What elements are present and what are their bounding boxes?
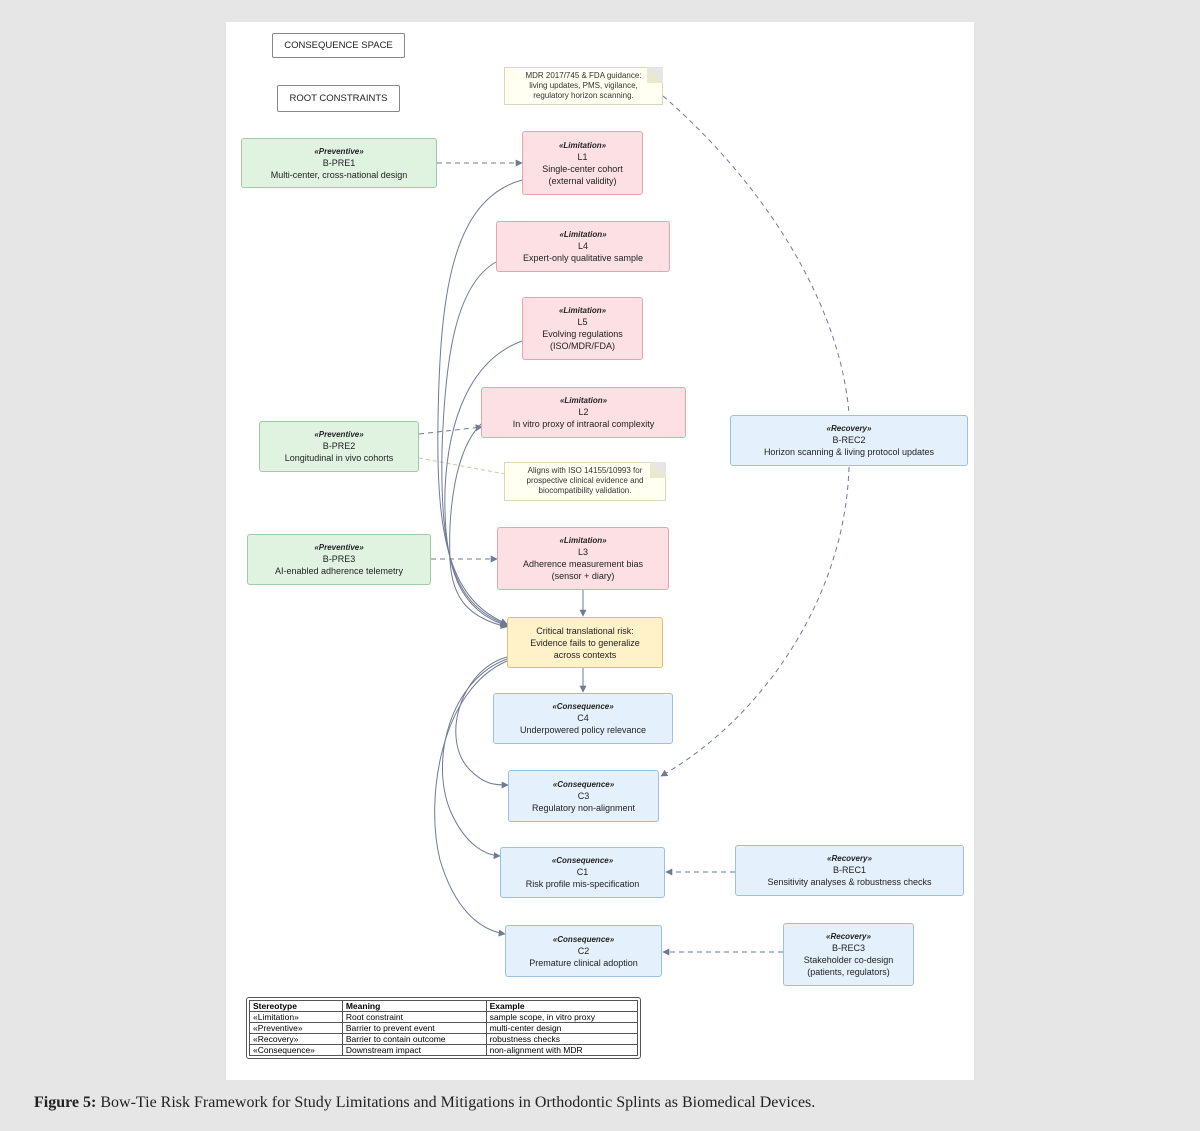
node-code: B-PRE2 bbox=[322, 441, 356, 451]
preventive-b-pre2: «Preventive» B-PRE2 Longitudinal in vivo… bbox=[259, 421, 419, 472]
stereotype-label: «Preventive» bbox=[314, 146, 364, 156]
node-code: C3 bbox=[577, 790, 590, 801]
node-description: Adherence measurement bias (sensor + dia… bbox=[522, 559, 644, 581]
node-description: Evolving regulations (ISO/MDR/FDA) bbox=[542, 329, 623, 351]
limitation-l5: «Limitation» L5 Evolving regulations (IS… bbox=[522, 297, 643, 360]
node-description: In vitro proxy of intraoral complexity bbox=[512, 419, 655, 429]
node-code: C2 bbox=[577, 945, 590, 956]
consequence-space-text: CONSEQUENCE SPACE bbox=[284, 39, 393, 51]
limitation-l2: «Limitation» L2 In vitro proxy of intrao… bbox=[481, 387, 686, 438]
legend-cell: Barrier to prevent event bbox=[341, 1022, 487, 1034]
node-description: Longitudinal in vivo cohorts bbox=[284, 453, 394, 463]
stereotype-label: «Recovery» bbox=[826, 424, 872, 433]
node-code: B-PRE1 bbox=[322, 157, 356, 168]
node-description: Stakeholder co-design (patients, regulat… bbox=[803, 955, 894, 977]
legend-row: «Recovery» Barrier to contain outcome ro… bbox=[249, 1033, 639, 1045]
limitation-l3: «Limitation» L3 Adherence measurement bi… bbox=[497, 527, 669, 590]
node-description: Single-center cohort (external validity) bbox=[542, 163, 623, 186]
caption-text: Bow-Tie Risk Framework for Study Limitat… bbox=[96, 1094, 816, 1111]
node-description: Expert-only qualitative sample bbox=[522, 253, 644, 263]
preventive-b-pre3: «Preventive» B-PRE3 AI-enabled adherence… bbox=[247, 534, 431, 585]
consequence-c4: «Consequence» C4 Underpowered policy rel… bbox=[493, 693, 673, 744]
legend-cell: «Limitation» bbox=[249, 1011, 343, 1023]
note-mdr-text: MDR 2017/745 & FDA guidance: living upda… bbox=[525, 71, 642, 100]
node-description: Regulatory non-alignment bbox=[531, 802, 636, 813]
stereotype-label: «Consequence» bbox=[551, 856, 614, 865]
legend-header: Meaning bbox=[341, 1000, 487, 1012]
node-code: B-REC3 bbox=[831, 943, 865, 953]
recovery-b-rec2: «Recovery» B-REC2 Horizon scanning & liv… bbox=[730, 415, 968, 466]
legend-cell: sample scope, in vitro proxy bbox=[485, 1011, 639, 1023]
recovery-b-rec1: «Recovery» B-REC1 Sensitivity analyses &… bbox=[735, 845, 964, 896]
note-iso: Aligns with ISO 14155/10993 for prospect… bbox=[504, 462, 666, 501]
legend-table: Stereotype Meaning Example «Limitation» … bbox=[246, 997, 641, 1059]
node-description: AI-enabled adherence telemetry bbox=[274, 566, 404, 576]
recovery-b-rec3: «Recovery» B-REC3 Stakeholder co-design … bbox=[783, 923, 914, 986]
root-constraints-text: ROOT CONSTRAINTS bbox=[289, 92, 388, 104]
stereotype-label: «Preventive» bbox=[314, 430, 364, 439]
root-constraints-label: ROOT CONSTRAINTS bbox=[277, 85, 400, 112]
node-description: Horizon scanning & living protocol updat… bbox=[763, 447, 935, 457]
consequence-c2: «Consequence» C2 Premature clinical adop… bbox=[505, 925, 662, 977]
caption-label: Figure 5: bbox=[34, 1094, 97, 1111]
node-code: L3 bbox=[577, 547, 588, 557]
stereotype-label: «Recovery» bbox=[826, 932, 871, 941]
node-description: Risk profile mis-specification bbox=[525, 879, 640, 889]
stereotype-label: «Limitation» bbox=[559, 230, 607, 239]
legend-row: «Preventive» Barrier to prevent event mu… bbox=[249, 1022, 639, 1034]
node-description: Premature clinical adoption bbox=[529, 957, 638, 968]
stereotype-label: «Consequence» bbox=[552, 702, 614, 711]
stereotype-label: «Consequence» bbox=[552, 779, 615, 789]
node-code: C4 bbox=[577, 713, 589, 723]
legend-cell: «Preventive» bbox=[249, 1022, 343, 1034]
stereotype-label: «Preventive» bbox=[314, 543, 364, 552]
node-code: L4 bbox=[577, 241, 588, 251]
legend-cell: Downstream impact bbox=[341, 1044, 487, 1056]
consequence-c1: «Consequence» C1 Risk profile mis-specif… bbox=[500, 847, 665, 898]
stereotype-label: «Recovery» bbox=[827, 854, 872, 863]
node-code: C1 bbox=[576, 867, 589, 877]
node-description: Underpowered policy relevance bbox=[519, 725, 647, 735]
preventive-b-pre1: «Preventive» B-PRE1 Multi-center, cross-… bbox=[241, 138, 437, 188]
note-iso-text: Aligns with ISO 14155/10993 for prospect… bbox=[526, 466, 644, 495]
node-code: L2 bbox=[578, 407, 589, 417]
node-code: B-REC1 bbox=[832, 865, 866, 875]
legend-cell: multi-center design bbox=[485, 1022, 639, 1034]
stereotype-label: «Limitation» bbox=[559, 396, 608, 405]
stereotype-label: «Consequence» bbox=[552, 934, 615, 944]
legend-cell: Barrier to contain outcome bbox=[341, 1033, 487, 1045]
limitation-l1: «Limitation» L1 Single-center cohort (ex… bbox=[522, 131, 643, 195]
stereotype-label: «Limitation» bbox=[559, 536, 607, 545]
legend-cell: Root constraint bbox=[341, 1011, 487, 1023]
node-description: Multi-center, cross-national design bbox=[270, 169, 408, 180]
critical-risk-event: Critical translational risk: Evidence fa… bbox=[507, 617, 663, 668]
legend-cell: non-alignment with MDR bbox=[485, 1044, 639, 1056]
node-description: Sensitivity analyses & robustness checks bbox=[767, 877, 932, 887]
node-code: L1 bbox=[577, 151, 588, 162]
consequence-space-label: CONSEQUENCE SPACE bbox=[272, 33, 405, 58]
legend-row: «Limitation» Root constraint sample scop… bbox=[249, 1011, 639, 1023]
legend-row: «Consequence» Downstream impact non-alig… bbox=[249, 1044, 639, 1056]
legend-cell: «Consequence» bbox=[249, 1044, 343, 1056]
figure-caption: Figure 5: Bow-Tie Risk Framework for Stu… bbox=[34, 1094, 815, 1112]
legend-cell: robustness checks bbox=[485, 1033, 639, 1045]
legend-header: Example bbox=[485, 1000, 639, 1012]
node-code: B-REC2 bbox=[832, 435, 866, 445]
stereotype-label: «Limitation» bbox=[558, 140, 607, 150]
node-code: L5 bbox=[577, 317, 588, 327]
stereotype-label: «Limitation» bbox=[558, 306, 607, 315]
legend-cell: «Recovery» bbox=[249, 1033, 343, 1045]
node-code: B-PRE3 bbox=[322, 554, 356, 564]
limitation-l4: «Limitation» L4 Expert-only qualitative … bbox=[496, 221, 670, 272]
consequence-c3: «Consequence» C3 Regulatory non-alignmen… bbox=[508, 770, 659, 822]
legend-header: Stereotype bbox=[249, 1000, 343, 1012]
note-mdr-fda: MDR 2017/745 & FDA guidance: living upda… bbox=[504, 67, 663, 105]
node-description: Critical translational risk: Evidence fa… bbox=[530, 625, 640, 660]
